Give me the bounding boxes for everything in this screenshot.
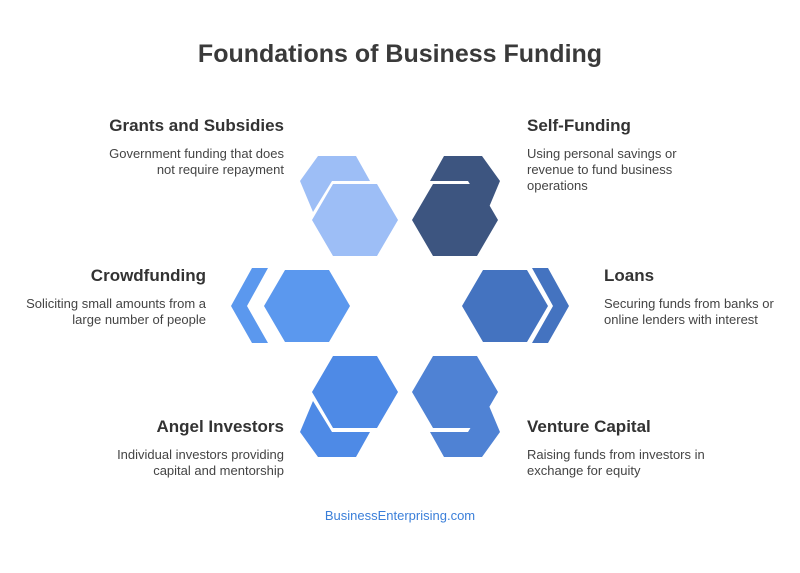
angel-investors-chevron <box>300 401 370 457</box>
venture-capital-label: Venture Capital Raising funds from inves… <box>527 417 797 479</box>
crowdfunding-description: Soliciting small amounts from a large nu… <box>26 296 206 327</box>
loans-label: Loans Securing funds from banks or onlin… <box>604 266 794 328</box>
venture-capital-hexagon-group <box>412 356 500 457</box>
angel-investors-label: Angel Investors Individual investors pro… <box>14 417 284 479</box>
grants-heading: Grants and Subsidies <box>109 116 284 135</box>
loans-hexagon-group <box>462 268 569 343</box>
grants-description: Government funding that does not require… <box>109 146 284 177</box>
self-funding-heading: Self-Funding <box>527 116 631 135</box>
crowdfunding-heading: Crowdfunding <box>90 266 206 285</box>
loans-heading: Loans <box>604 266 655 285</box>
crowdfunding-label: Crowdfunding Soliciting small amounts fr… <box>0 266 206 328</box>
grants-label: Grants and Subsidies Government funding … <box>14 116 284 178</box>
angel-investors-hexagon-group <box>300 356 398 457</box>
loans-chevron <box>532 268 569 343</box>
self-funding-description: Using personal savings or revenue to fun… <box>527 146 677 193</box>
self-funding-hexagon <box>412 184 498 256</box>
grants-hexagon <box>312 184 398 256</box>
self-funding-label: Self-Funding Using personal savings or r… <box>527 116 797 194</box>
venture-capital-heading: Venture Capital <box>527 417 651 436</box>
crowdfunding-hexagon-group <box>231 268 350 343</box>
page-title: Foundations of Business Funding <box>197 40 603 68</box>
loans-hexagon <box>462 270 548 342</box>
venture-capital-description: Raising funds from investors in exchange… <box>527 447 705 478</box>
grants-hexagon-group <box>300 156 398 256</box>
self-funding-hexagon-group <box>412 156 500 256</box>
angel-investors-hexagon <box>312 356 398 428</box>
venture-capital-hexagon <box>412 356 498 428</box>
venture-capital-chevron <box>430 401 500 457</box>
crowdfunding-chevron <box>231 268 268 343</box>
footer-link[interactable]: BusinessEnterprising.com <box>324 508 476 523</box>
angel-investors-heading: Angel Investors <box>156 417 284 436</box>
loans-description: Securing funds from banks or online lend… <box>604 296 774 327</box>
grants-chevron <box>300 156 370 212</box>
angel-investors-description: Individual investors providing capital a… <box>117 447 284 478</box>
crowdfunding-hexagon <box>264 270 350 342</box>
